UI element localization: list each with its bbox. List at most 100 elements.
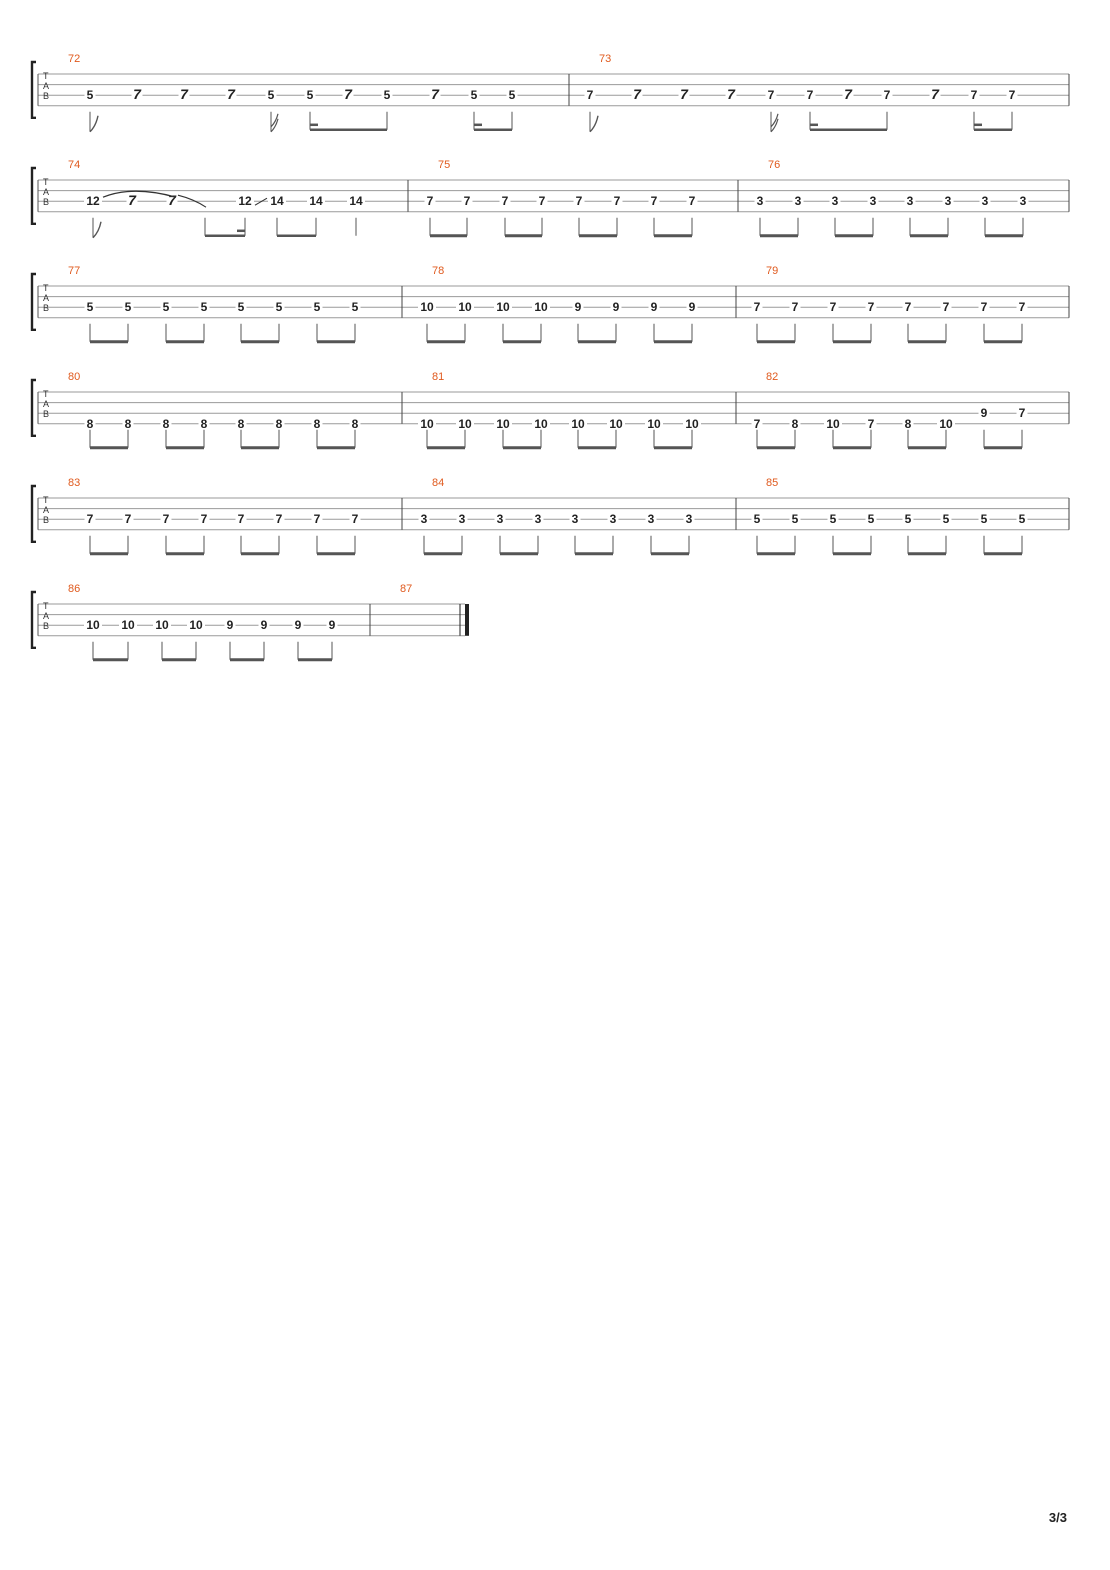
note-flag [770, 113, 779, 133]
fret-background [829, 195, 841, 208]
fret-number: 8 [905, 417, 912, 431]
fret-number: 7 [238, 512, 245, 526]
rest-symbol: 7 [680, 86, 689, 102]
fret-background [84, 417, 96, 430]
fret-number: 5 [314, 300, 321, 314]
fret-number: 8 [314, 417, 321, 431]
fret-number: 7 [981, 300, 988, 314]
fret-background [686, 301, 698, 314]
fret-background [198, 513, 210, 526]
fret-number: 8 [352, 417, 359, 431]
system-bracket [30, 484, 36, 543]
fret-background [751, 513, 763, 526]
tab-clef-letter: B [43, 409, 49, 419]
fret-background [235, 417, 247, 430]
fret-number: 8 [87, 417, 94, 431]
fret-number: 9 [651, 300, 658, 314]
rest-symbol: 7 [344, 86, 353, 102]
fret-background [160, 301, 172, 314]
fret-number: 5 [163, 300, 170, 314]
fret-number: 7 [587, 88, 594, 102]
fret-background [610, 301, 622, 314]
fret-background [1016, 407, 1028, 420]
fret-number: 5 [276, 300, 283, 314]
fret-number: 3 [907, 194, 914, 208]
fret-background [842, 89, 854, 102]
rest-symbol: 7 [844, 86, 853, 102]
fret-number: 7 [1009, 88, 1016, 102]
fret-background [865, 417, 877, 430]
measure-number: 76 [768, 159, 780, 171]
tab-clef-letter: A [43, 611, 49, 621]
fret-number: 7 [868, 417, 875, 431]
fret-number: 7 [614, 194, 621, 208]
fret-number: 7 [754, 417, 761, 431]
fret-background [584, 89, 596, 102]
slide-line [254, 197, 268, 206]
fret-number: 5 [905, 512, 912, 526]
fret-number: 9 [981, 406, 988, 420]
fret-number: 12 [86, 194, 100, 208]
fret-number: 5 [754, 512, 761, 526]
fret-background [349, 417, 361, 430]
system-bracket [30, 378, 36, 437]
fret-number: 3 [648, 512, 655, 526]
fret-background [84, 619, 102, 632]
measure-number: 79 [766, 265, 778, 277]
fret-number: 3 [535, 512, 542, 526]
fret-background [827, 513, 839, 526]
fret-number: 5 [792, 512, 799, 526]
rest-symbol: 7 [727, 86, 736, 102]
tab-clef-letter: T [43, 389, 49, 399]
fret-background [569, 417, 587, 430]
fret-background [273, 417, 285, 430]
fret-number: 5 [981, 512, 988, 526]
fret-background [532, 513, 544, 526]
fret-number: 3 [459, 512, 466, 526]
fret-number: 7 [651, 194, 658, 208]
fret-number: 10 [458, 417, 472, 431]
fret-number: 14 [270, 194, 284, 208]
fret-number: 10 [534, 300, 548, 314]
fret-background [645, 513, 657, 526]
fret-number: 10 [420, 300, 434, 314]
measure-number: 78 [432, 265, 444, 277]
measure-number: 86 [68, 583, 80, 595]
system-bracket [30, 590, 36, 649]
fret-background [418, 513, 430, 526]
fret-number: 8 [163, 417, 170, 431]
fret-background [978, 301, 990, 314]
fret-number: 7 [125, 512, 132, 526]
fret-background [235, 513, 247, 526]
fret-background [978, 407, 990, 420]
fret-background [122, 513, 134, 526]
fret-background [236, 195, 254, 208]
fret-background [865, 513, 877, 526]
rest-symbol: 7 [168, 192, 177, 208]
fret-background [494, 513, 506, 526]
measure-number: 84 [432, 477, 444, 489]
fret-number: 8 [238, 417, 245, 431]
fret-background [424, 195, 436, 208]
fret-background [754, 195, 766, 208]
fret-background [265, 89, 277, 102]
fret-number: 9 [295, 618, 302, 632]
fret-background [1016, 301, 1028, 314]
fret-number: 5 [125, 300, 132, 314]
fret-background [978, 513, 990, 526]
tab-clef-letter: A [43, 187, 49, 197]
fret-number: 3 [982, 194, 989, 208]
measure-number: 74 [68, 159, 80, 171]
fret-background [678, 89, 690, 102]
fret-number: 5 [87, 88, 94, 102]
fret-number: 7 [276, 512, 283, 526]
fret-number: 10 [496, 417, 510, 431]
fret-background [178, 89, 190, 102]
fret-background [645, 417, 663, 430]
fret-background [494, 301, 512, 314]
fret-number: 7 [830, 300, 837, 314]
fret-number: 7 [539, 194, 546, 208]
rest-symbol: 7 [431, 86, 440, 102]
fret-background [929, 89, 941, 102]
